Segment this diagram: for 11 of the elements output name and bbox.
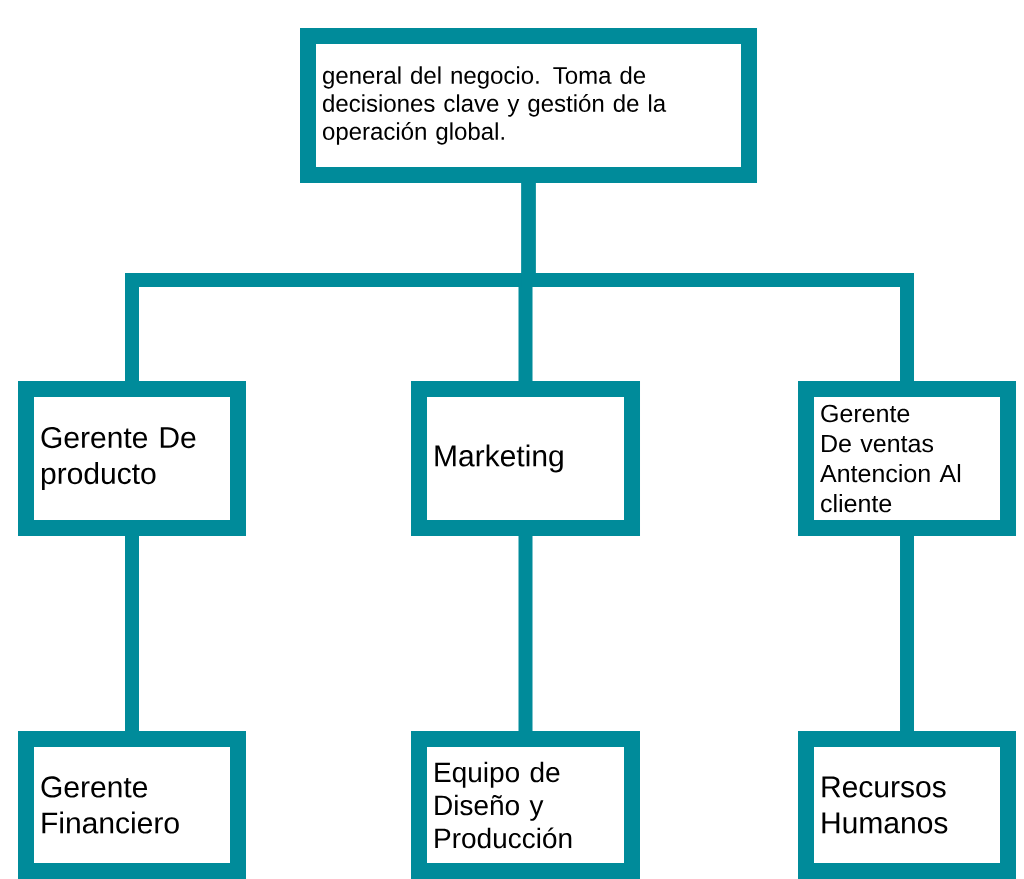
connector-line (900, 536, 914, 731)
org-box: Equipo de Diseño y Producción (411, 731, 640, 879)
org-box: Recursos Humanos (798, 731, 1016, 879)
connector-line (518, 536, 533, 731)
connector-line (125, 536, 139, 731)
org-box: general del negocio. Toma de decisiones clave y gestión de la operación global. (300, 28, 757, 183)
connector-line (521, 183, 914, 381)
org-box: Gerente De ventas Antencion Al cliente (798, 381, 1016, 536)
org-box: Marketing (411, 381, 640, 536)
org-box: Gerente De producto (18, 381, 246, 536)
org-box: Gerente Financiero (18, 731, 246, 879)
